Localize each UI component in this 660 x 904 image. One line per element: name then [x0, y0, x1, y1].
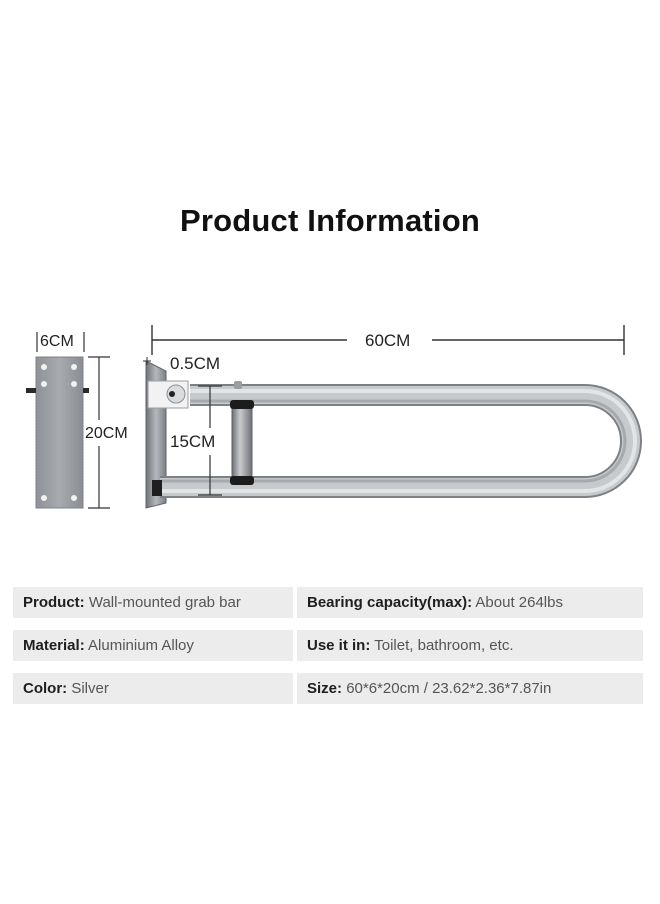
spec-cell-size: Size: 60*6*20cm / 23.62*2.36*7.87in — [297, 673, 643, 704]
grab-bar-tube — [160, 381, 642, 498]
spec-table: Product: Wall-mounted grab bar Bearing c… — [13, 587, 643, 716]
bar-length-label: 60CM — [365, 331, 411, 350]
spec-row: Material: Aluminium Alloy Use it in: Toi… — [13, 630, 643, 661]
spec-value: Silver — [71, 680, 109, 697]
spec-key: Color: — [23, 680, 68, 697]
spec-value: Wall-mounted grab bar — [88, 594, 241, 611]
spec-key: Product: — [23, 594, 85, 611]
bar-gap-label: 15CM — [170, 432, 216, 451]
plate-height-dimension — [88, 356, 110, 509]
plate-width-label: 6CM — [40, 333, 74, 350]
product-diagram: 6CM 20CM 60CM 0.5CM 15CM — [26, 325, 642, 509]
tube-thickness-label: 0.5CM — [170, 354, 221, 373]
plate-width-dimension — [36, 332, 85, 352]
product-illustration — [26, 325, 642, 509]
spec-cell-color: Color: Silver — [13, 673, 293, 704]
spec-key: Use it in: — [307, 637, 371, 654]
spec-row: Product: Wall-mounted grab bar Bearing c… — [13, 587, 643, 618]
vertical-grip — [230, 400, 254, 485]
bar-gap-dimension — [198, 385, 222, 496]
bar-length-dimension — [151, 325, 625, 355]
hinge-bracket — [147, 380, 189, 496]
spec-key: Size: — [307, 680, 343, 697]
spec-cell-product: Product: Wall-mounted grab bar — [13, 587, 293, 618]
spec-cell-bearing-capacity: Bearing capacity(max): About 264lbs — [297, 587, 643, 618]
page-title: Product Information — [179, 203, 480, 238]
spec-row: Color: Silver Size: 60*6*20cm / 23.62*2.… — [13, 673, 643, 704]
spec-key: Bearing capacity(max): — [307, 594, 473, 611]
spec-cell-material: Material: Aluminium Alloy — [13, 630, 293, 661]
spec-value: Toilet, bathroom, etc. — [374, 637, 514, 654]
spec-value: About 264lbs — [475, 594, 563, 611]
spec-cell-use: Use it in: Toilet, bathroom, etc. — [297, 630, 643, 661]
plate-height-label: 20CM — [85, 425, 128, 442]
spec-value: 60*6*20cm / 23.62*2.36*7.87in — [346, 680, 552, 697]
wall-plate-front — [26, 356, 89, 509]
spec-key: Material: — [23, 637, 85, 654]
spec-value: Aluminium Alloy — [88, 637, 194, 654]
